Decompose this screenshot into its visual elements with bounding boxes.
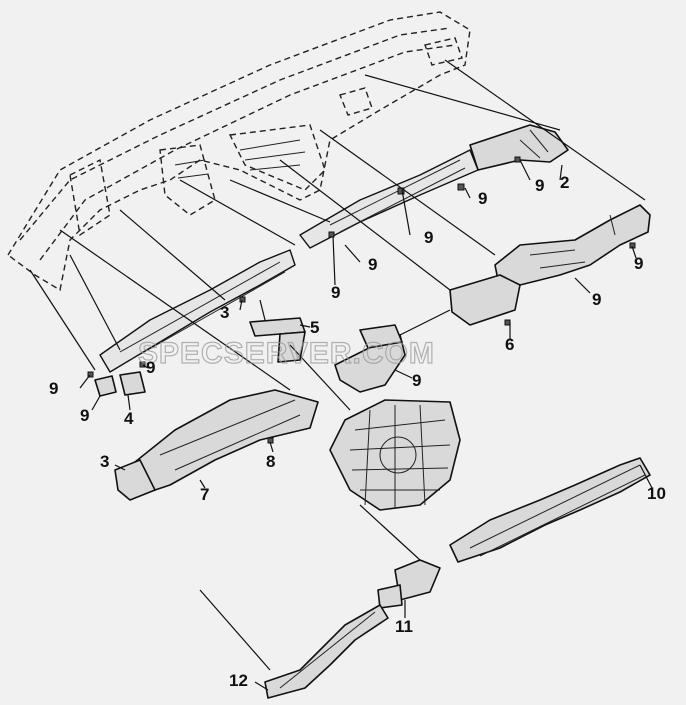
callout-9: 9: [634, 254, 643, 273]
callout-9: 9: [478, 189, 487, 208]
callout-9: 9: [368, 255, 377, 274]
callout-3: 4: [124, 409, 134, 428]
callout-9: 9: [49, 379, 58, 398]
leader-lines: [29, 59, 653, 691]
callout-9: 9: [535, 176, 544, 195]
callout-9: 8: [266, 452, 275, 471]
fastener-clips: [87, 156, 636, 444]
part-2-duct: [469, 124, 569, 171]
part-3-bracket-lower: [119, 371, 146, 396]
dashboard-panel: [7, 11, 471, 292]
callout-2: 2: [560, 173, 569, 192]
callout-7: 3: [100, 452, 109, 471]
callout-labels: 2 9 9 9 9 9 9 9 5 3 9 6 9 9 4 3 7 8 9 10…: [49, 173, 666, 690]
center-long-duct: [299, 149, 479, 249]
callout-9: 9: [146, 358, 155, 377]
callout-11: 11: [395, 617, 413, 636]
callout-9: 6: [505, 335, 514, 354]
callout-9: 9: [331, 283, 340, 302]
part-10-duct: [449, 457, 651, 563]
part-4-outlet: [94, 375, 117, 397]
callout-12: 12: [229, 671, 248, 690]
part-11-connector: [377, 559, 441, 609]
callout-5: 9: [592, 290, 601, 309]
callout-4: 9: [80, 406, 89, 425]
callout-8: 7: [200, 485, 209, 504]
part-8-duct: [114, 389, 319, 501]
part-5-duct: [449, 204, 651, 326]
callout-9: 3: [220, 303, 229, 322]
callout-6: 9: [412, 371, 421, 390]
hvac-unit: [329, 399, 461, 511]
part-12-duct: [264, 604, 389, 699]
callout-10: 10: [647, 484, 666, 503]
watermark-text: SPECSERVER.COM: [138, 337, 435, 370]
callout-3: 5: [310, 318, 319, 337]
left-long-duct: [99, 249, 296, 373]
callout-9: 9: [424, 228, 433, 247]
